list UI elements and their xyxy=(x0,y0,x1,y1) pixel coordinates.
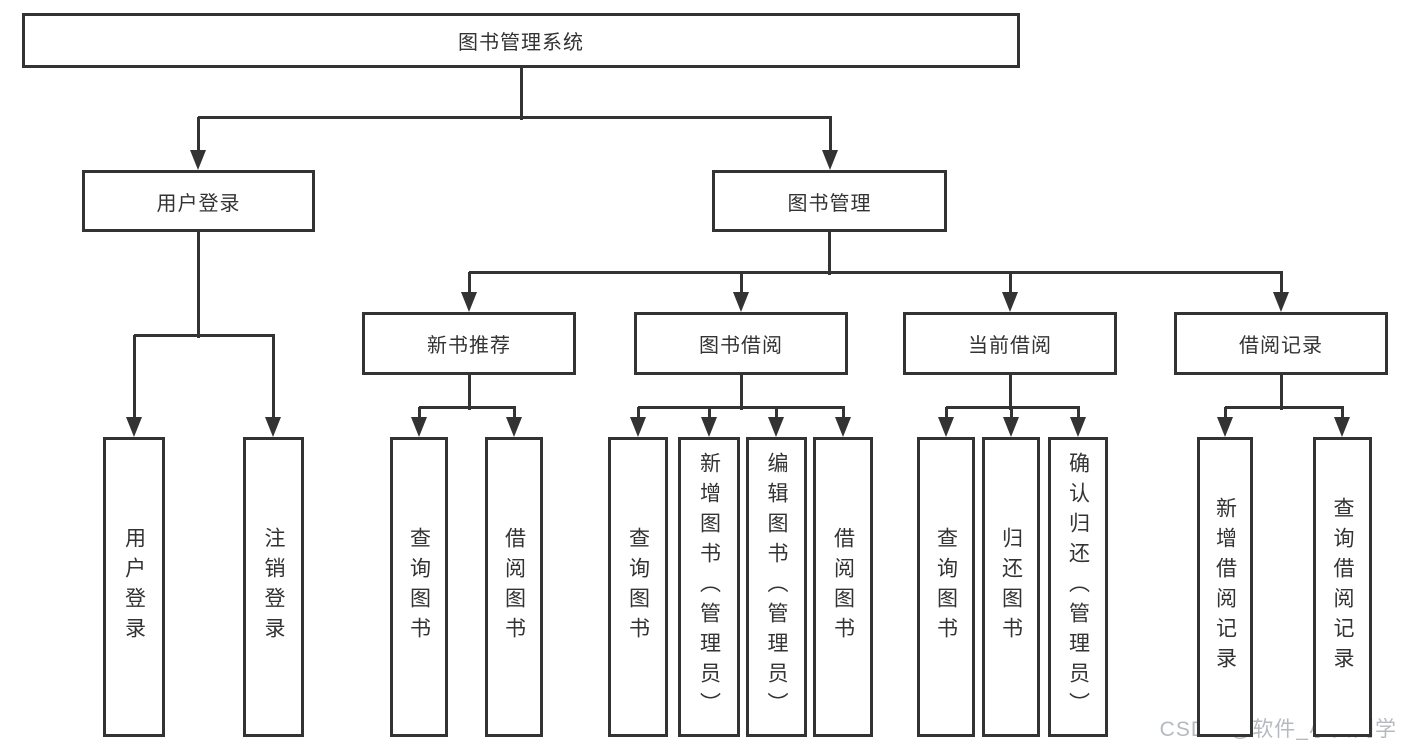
arrowhead-icon xyxy=(822,150,838,170)
node-current-borrowing: 当前借阅 xyxy=(903,312,1117,375)
connector-arrow-shaft xyxy=(1280,272,1283,298)
node-leaf-query-borrow-record: 查询借阅记录 xyxy=(1313,437,1372,737)
connector-arrow-shaft xyxy=(740,272,743,298)
node-label-leaf-query-books-3: 查询图书 xyxy=(934,527,958,647)
arrowhead-icon xyxy=(411,417,427,437)
arrowhead-icon xyxy=(1273,292,1289,312)
arrowhead-icon xyxy=(835,417,851,437)
node-label-leaf-confirm-return-admin: 确认归还（管理员） xyxy=(1066,452,1090,722)
arrowhead-icon xyxy=(506,417,522,437)
node-leaf-borrow-books-2: 借阅图书 xyxy=(813,437,873,737)
connector-hline xyxy=(1225,406,1344,409)
node-book-borrowing: 图书借阅 xyxy=(634,312,848,375)
node-label-book-management: 图书管理 xyxy=(787,192,872,215)
connector-arrow-shaft xyxy=(133,335,136,423)
arrowhead-icon xyxy=(1070,417,1086,437)
node-label-leaf-add-borrow-record: 新增借阅记录 xyxy=(1213,497,1237,677)
node-label-book-borrowing: 图书借阅 xyxy=(699,335,783,357)
node-label-borrowing-records: 借阅记录 xyxy=(1239,335,1323,357)
node-leaf-confirm-return-admin: 确认归还（管理员） xyxy=(1048,437,1108,737)
node-label-library-management-system: 图书管理系统 xyxy=(458,32,584,54)
connector-arrow-shaft xyxy=(1077,407,1080,423)
node-leaf-user-login: 用户登录 xyxy=(103,437,165,737)
node-leaf-add-borrow-record: 新增借阅记录 xyxy=(1197,437,1253,737)
arrowhead-icon xyxy=(1217,417,1233,437)
node-label-leaf-query-books-2: 查询图书 xyxy=(626,527,650,647)
node-label-leaf-query-borrow-record: 查询借阅记录 xyxy=(1331,497,1354,677)
node-borrowing-records: 借阅记录 xyxy=(1174,312,1388,375)
connector-hline xyxy=(946,406,1080,409)
node-label-leaf-edit-books-admin: 编辑图书（管理员） xyxy=(765,452,788,722)
node-book-management: 图书管理 xyxy=(712,170,947,232)
connector-arrow-shaft xyxy=(708,407,711,423)
node-library-management-system: 图书管理系统 xyxy=(22,13,1020,68)
connector-arrow-shaft xyxy=(945,407,948,423)
node-label-user-login: 用户登录 xyxy=(156,192,241,215)
node-label-leaf-borrow-books-1: 借阅图书 xyxy=(502,527,526,647)
connector-arrow-shaft xyxy=(513,407,516,423)
connector-vline xyxy=(468,375,471,410)
connector-hline xyxy=(134,334,275,337)
connector-arrow-shaft xyxy=(418,407,421,423)
connector-hline xyxy=(469,271,1283,274)
connector-arrow-shaft xyxy=(637,407,640,423)
arrowhead-icon xyxy=(768,417,784,437)
connector-arrow-shaft xyxy=(1341,407,1344,423)
node-label-leaf-user-login: 用户登录 xyxy=(122,527,146,647)
node-leaf-query-books-2: 查询图书 xyxy=(608,437,668,737)
arrowhead-icon xyxy=(701,417,717,437)
connector-arrow-shaft xyxy=(468,272,471,298)
connector-arrow-shaft xyxy=(775,407,778,423)
connector-arrow-shaft xyxy=(1009,272,1012,298)
arrowhead-icon xyxy=(733,292,749,312)
node-label-current-borrowing: 当前借阅 xyxy=(968,335,1052,357)
node-label-leaf-return-books: 归还图书 xyxy=(999,527,1023,647)
node-label-leaf-add-books-admin: 新增图书（管理员） xyxy=(697,452,721,722)
connector-vline xyxy=(1009,375,1012,410)
node-leaf-query-books-3: 查询图书 xyxy=(917,437,975,737)
node-leaf-borrow-books-1: 借阅图书 xyxy=(485,437,543,737)
arrowhead-icon xyxy=(1002,292,1018,312)
node-leaf-logout-login: 注销登录 xyxy=(243,437,304,737)
node-user-login: 用户登录 xyxy=(82,170,315,232)
connector-hline xyxy=(198,116,832,119)
node-label-new-book-recommendation: 新书推荐 xyxy=(427,335,511,357)
arrowhead-icon xyxy=(126,417,142,437)
connector-arrow-shaft xyxy=(272,335,275,423)
arrowhead-icon xyxy=(265,417,281,437)
arrowhead-icon xyxy=(190,150,206,170)
connector-arrow-shaft xyxy=(1224,407,1227,423)
connector-arrow-shaft xyxy=(197,117,200,156)
node-leaf-edit-books-admin: 编辑图书（管理员） xyxy=(746,437,807,737)
arrowhead-icon xyxy=(938,417,954,437)
arrowhead-icon xyxy=(461,292,477,312)
arrowhead-icon xyxy=(1003,417,1019,437)
node-leaf-add-books-admin: 新增图书（管理员） xyxy=(678,437,740,737)
connector-hline xyxy=(638,406,845,409)
connector-vline xyxy=(197,232,200,338)
arrowhead-icon xyxy=(630,417,646,437)
connector-arrow-shaft xyxy=(1010,407,1013,423)
connector-arrow-shaft xyxy=(842,407,845,423)
connector-vline xyxy=(828,232,831,275)
node-label-leaf-borrow-books-2: 借阅图书 xyxy=(831,527,855,647)
node-label-leaf-logout-login: 注销登录 xyxy=(262,527,285,647)
connector-hline xyxy=(419,406,516,409)
connector-arrow-shaft xyxy=(829,117,832,156)
arrowhead-icon xyxy=(1334,417,1350,437)
node-leaf-query-books-1: 查询图书 xyxy=(390,437,448,737)
node-leaf-return-books: 归还图书 xyxy=(982,437,1040,737)
node-new-book-recommendation: 新书推荐 xyxy=(362,312,576,375)
node-label-leaf-query-books-1: 查询图书 xyxy=(407,527,431,647)
connector-vline xyxy=(520,68,523,120)
connector-vline xyxy=(1280,375,1283,410)
connector-vline xyxy=(740,375,743,410)
